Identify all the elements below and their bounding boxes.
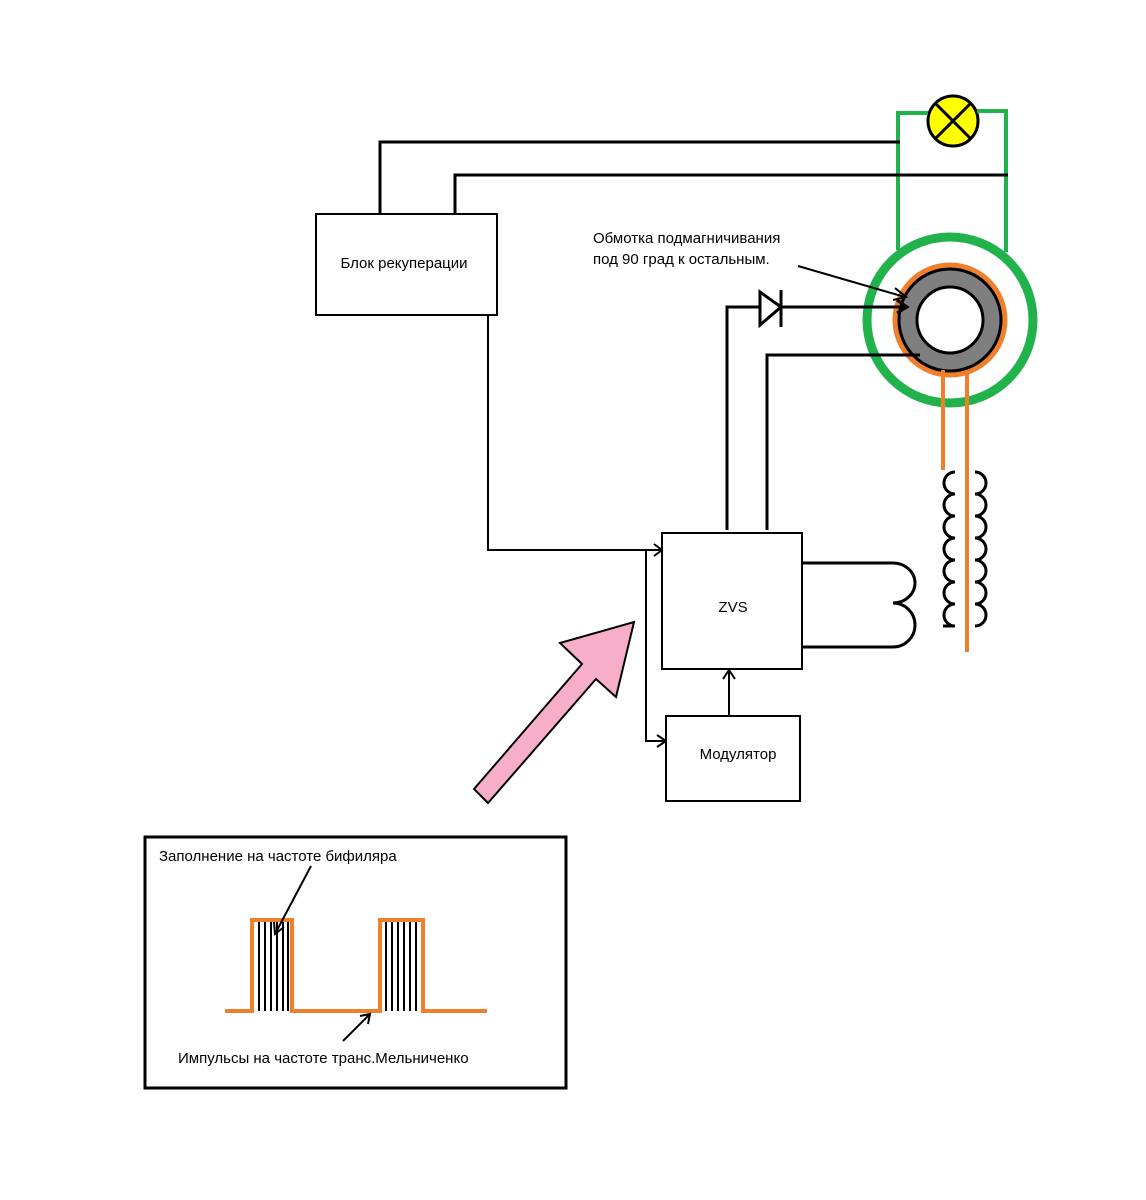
recuperation-block xyxy=(315,213,498,316)
green-wire-left xyxy=(896,111,928,250)
pulses-label: Импульсы на частоте транс.Мельниченко xyxy=(178,1050,469,1067)
coil-icon xyxy=(942,470,988,628)
bias-winding-pointer xyxy=(797,265,906,298)
modulator-block xyxy=(665,715,801,802)
toroid-core-icon xyxy=(862,232,1038,408)
green-wire-right xyxy=(977,109,1008,252)
lamp-icon xyxy=(926,94,980,148)
bias-winding-label-line1: Обмотка подмагничивания xyxy=(593,230,780,247)
pulses-pointer xyxy=(342,1013,371,1042)
pulses-pointer-head xyxy=(359,1012,372,1025)
wire-recup-second xyxy=(453,173,1008,214)
fill-label: Заполнение на частоте бифиляра xyxy=(159,848,397,865)
wire-modulator-to-zvs-head xyxy=(722,668,736,680)
bias-winding-pointer-head xyxy=(892,287,909,301)
pulse-waveform xyxy=(225,918,487,1013)
wire-recup-to-zvs xyxy=(487,315,662,551)
waveform-inset-box xyxy=(143,835,568,1090)
zvs-output-coil xyxy=(803,561,917,649)
diode-icon xyxy=(725,289,910,530)
wire-recup-top xyxy=(378,140,900,214)
bias-winding-label-line2: под 90 град к остальным. xyxy=(593,251,770,268)
zvs-label: ZVS xyxy=(718,599,747,616)
modulator-label: Модулятор xyxy=(700,746,777,763)
zvs-block xyxy=(661,532,803,670)
wire-to-modulator xyxy=(645,550,666,742)
wire-zvs-bias xyxy=(765,353,920,530)
recuperation-block-label: Блок рекуперации xyxy=(340,255,467,272)
fill-pointer-head xyxy=(273,921,285,936)
fill-pointer xyxy=(274,865,312,935)
pink-arrow-icon xyxy=(472,620,636,805)
